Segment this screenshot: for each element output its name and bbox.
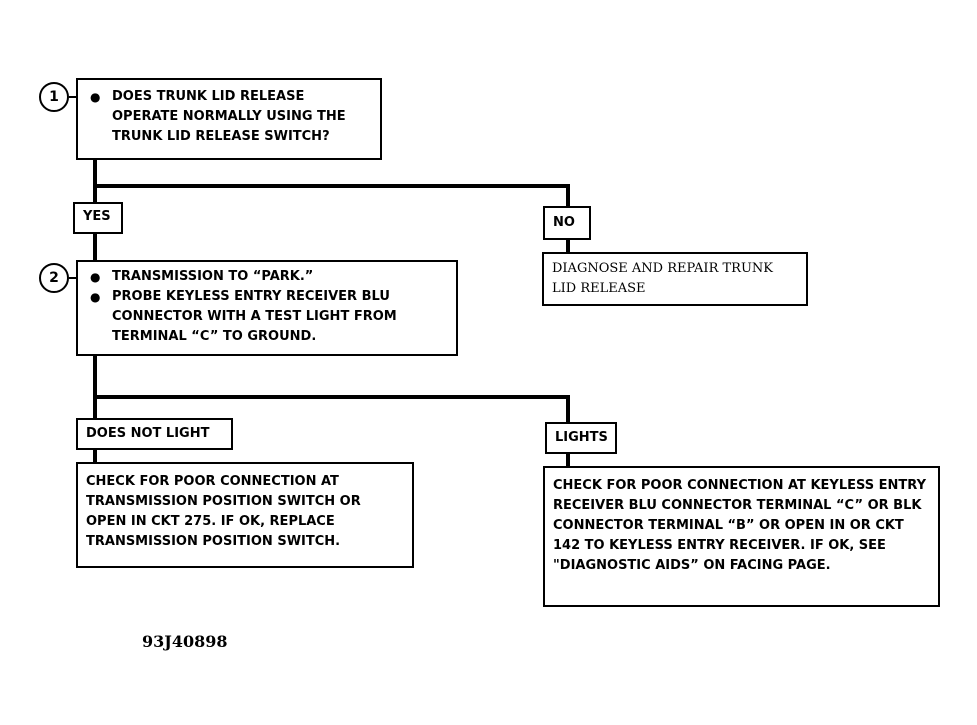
figure-reference: 93J40898	[142, 632, 228, 651]
flow-line	[566, 395, 570, 423]
lights-branch-label: LIGHTS	[545, 422, 617, 454]
flow-line	[566, 454, 570, 466]
flow-line	[566, 240, 570, 254]
flow-line	[566, 184, 570, 208]
flow-line	[93, 160, 97, 202]
step-number-2-text: 2	[49, 270, 59, 286]
step-1-bullet: DOES TRUNK LID RELEASE OPERATE NORMALLY …	[88, 87, 370, 147]
flow-line	[93, 395, 570, 399]
no-result-text: DIAGNOSE AND REPAIR TRUNK LID RELEASE	[552, 261, 773, 296]
flow-line	[93, 184, 570, 188]
lights-result-box: CHECK FOR POOR CONNECTION AT KEYLESS ENT…	[543, 466, 940, 607]
step-1-connector	[69, 96, 78, 98]
step-number-2: 2	[39, 263, 69, 293]
step-1-bullets: DOES TRUNK LID RELEASE OPERATE NORMALLY …	[88, 87, 370, 147]
step-1-question-box: DOES TRUNK LID RELEASE OPERATE NORMALLY …	[76, 78, 382, 160]
does-not-light-result-text: CHECK FOR POOR CONNECTION AT TRANSMISSIO…	[86, 474, 361, 549]
flow-line	[93, 356, 97, 418]
step-number-1-text: 1	[49, 89, 59, 105]
step-2-connector	[69, 277, 78, 279]
flow-line	[93, 234, 97, 262]
yes-branch-label: YES	[73, 202, 123, 234]
does-not-light-branch-label: DOES NOT LIGHT	[76, 418, 233, 450]
step-2-bullet: PROBE KEYLESS ENTRY RECEIVER BLU CONNECT…	[88, 287, 446, 347]
no-branch-label: NO	[543, 206, 591, 240]
step-2-bullet: TRANSMISSION TO “PARK.”	[88, 267, 446, 287]
does-not-light-result-box: CHECK FOR POOR CONNECTION AT TRANSMISSIO…	[76, 462, 414, 568]
step-2-question-box: TRANSMISSION TO “PARK.” PROBE KEYLESS EN…	[76, 260, 458, 356]
step-2-bullets: TRANSMISSION TO “PARK.” PROBE KEYLESS EN…	[88, 267, 446, 347]
lights-result-text: CHECK FOR POOR CONNECTION AT KEYLESS ENT…	[553, 478, 926, 573]
flow-line	[93, 450, 97, 464]
no-result-box: DIAGNOSE AND REPAIR TRUNK LID RELEASE	[542, 252, 808, 306]
step-number-1: 1	[39, 82, 69, 112]
